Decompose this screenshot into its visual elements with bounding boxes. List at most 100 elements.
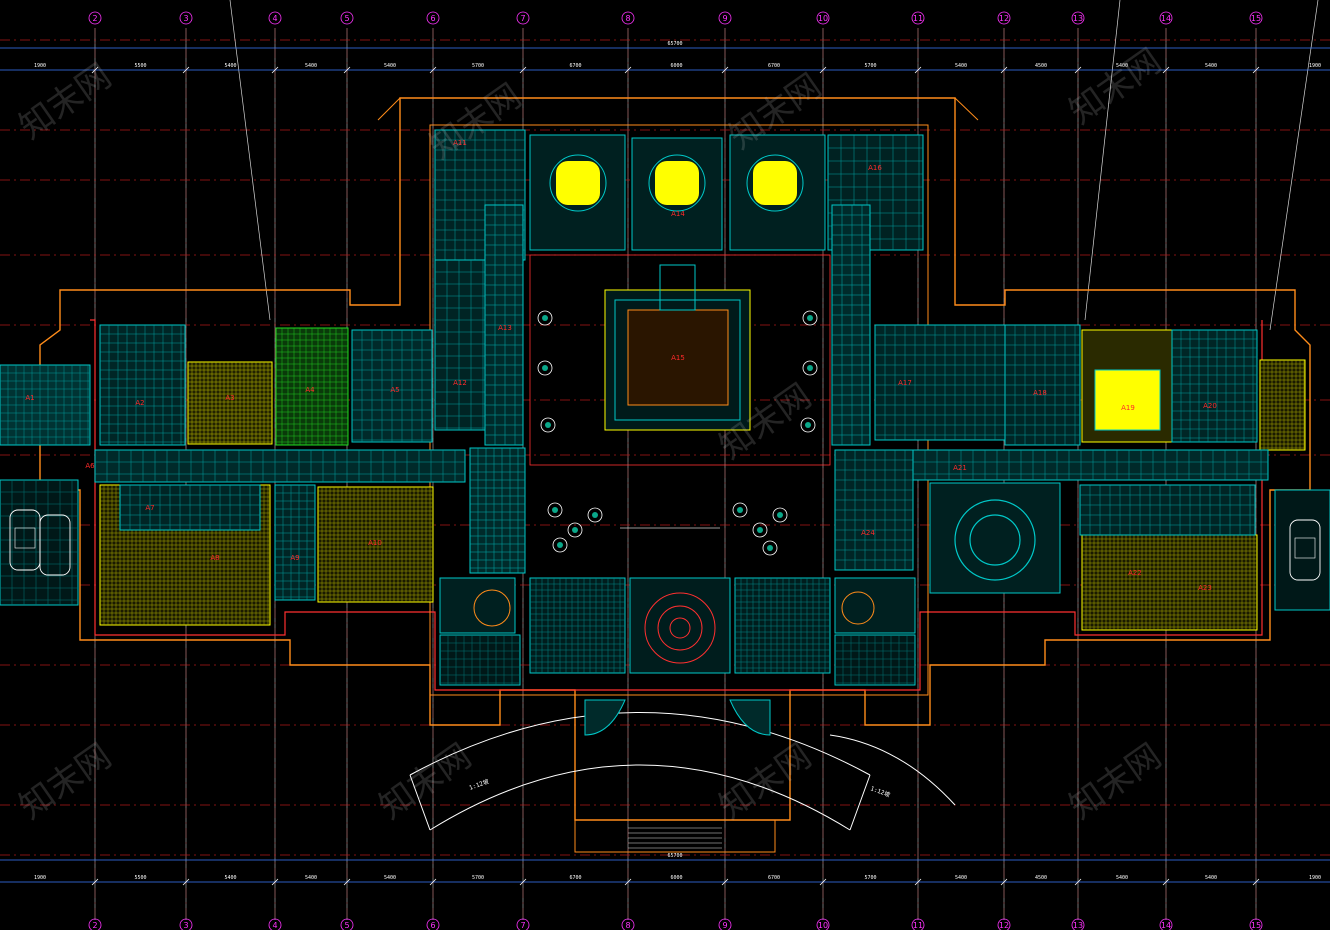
entry-porch-right bbox=[729, 699, 771, 736]
foyer-right bbox=[734, 577, 831, 674]
dimension-tick bbox=[1000, 66, 1008, 74]
tree-icon bbox=[772, 507, 788, 523]
dimension-tick bbox=[182, 66, 190, 74]
dimension-tick bbox=[1252, 878, 1260, 886]
dimension-tick bbox=[271, 878, 279, 886]
room-tag: A11 bbox=[453, 139, 467, 147]
axis-label-bottom: 10 bbox=[818, 921, 828, 930]
room-tag: A20 bbox=[1203, 402, 1217, 410]
axis-bubble-top bbox=[340, 11, 354, 25]
dimension-tick bbox=[624, 66, 632, 74]
room-tag: A9 bbox=[290, 554, 299, 562]
dimension-tick bbox=[624, 878, 632, 886]
end-dimension: 1900 bbox=[34, 63, 46, 69]
vestibule-light-icon bbox=[841, 591, 875, 625]
closet-right bbox=[1079, 484, 1256, 536]
axis-label-bottom: 8 bbox=[625, 921, 630, 930]
axis-bubble-top bbox=[516, 11, 530, 25]
rotunda-ring-icon bbox=[657, 605, 703, 651]
overall-dimension: 65700 bbox=[667, 41, 682, 47]
span-dimension: 5400 bbox=[224, 63, 236, 69]
axis-bubble-bottom bbox=[268, 918, 282, 930]
watermark: 知末网 bbox=[372, 736, 478, 827]
tree-icon bbox=[545, 422, 551, 428]
span-dimension: 6700 bbox=[768, 875, 780, 881]
dimension-tick bbox=[914, 66, 922, 74]
rotunda-ring-icon bbox=[644, 592, 716, 664]
span-dimension: 5400 bbox=[384, 875, 396, 881]
axis-label-bottom: 4 bbox=[272, 921, 277, 930]
dimension-tick bbox=[271, 66, 279, 74]
ceiling-light-icon bbox=[753, 161, 797, 205]
ceiling-rooms bbox=[0, 129, 1330, 686]
axis-bubble-top bbox=[718, 11, 732, 25]
family-ceiling-icon bbox=[969, 514, 1021, 566]
span-dimension: 6000 bbox=[670, 63, 682, 69]
span-dimension: 5400 bbox=[305, 63, 317, 69]
interior-wall bbox=[90, 319, 1263, 691]
watermark: 知末网 bbox=[712, 736, 818, 827]
room-tag: A23 bbox=[1198, 584, 1212, 592]
tree-icon bbox=[537, 360, 553, 376]
wing-right bbox=[1259, 359, 1306, 451]
tree-icon bbox=[805, 422, 811, 428]
dimension-tick bbox=[1162, 878, 1170, 886]
room-tag: A16 bbox=[868, 164, 882, 172]
tree-icon bbox=[752, 522, 768, 538]
tree-icon bbox=[767, 545, 773, 551]
tree-icon bbox=[542, 315, 548, 321]
axis-bubble-top bbox=[997, 11, 1011, 25]
entry-steps bbox=[574, 819, 776, 853]
dimension-tick bbox=[429, 66, 437, 74]
dimension-tick bbox=[519, 878, 527, 886]
axis-bubble-top bbox=[1159, 11, 1173, 25]
axis-label-top: 11 bbox=[913, 14, 923, 23]
tree-icon bbox=[572, 527, 578, 533]
car-icon bbox=[39, 514, 71, 576]
span-dimension: 5700 bbox=[472, 875, 484, 881]
room-tag: A15 bbox=[671, 354, 685, 362]
room-tag: A5 bbox=[390, 386, 399, 394]
end-dimension: 1900 bbox=[1309, 875, 1321, 881]
room-tag: A21 bbox=[953, 464, 967, 472]
tree-icon bbox=[587, 507, 603, 523]
span-dimension: 5400 bbox=[1116, 875, 1128, 881]
dimension-tick bbox=[91, 66, 99, 74]
tree-icon bbox=[557, 542, 563, 548]
room-tag: A1 bbox=[25, 394, 34, 402]
axis-label-top: 6 bbox=[430, 14, 435, 23]
service bbox=[434, 259, 486, 431]
axis-label-bottom: 11 bbox=[913, 921, 923, 930]
axis-bubble-bottom bbox=[1159, 918, 1173, 930]
tree-icon bbox=[547, 502, 563, 518]
pavilion-stair bbox=[659, 264, 696, 311]
ceiling-light-icon bbox=[648, 154, 706, 212]
axis-bubble-bottom bbox=[426, 918, 440, 930]
axis-label-top: 7 bbox=[520, 14, 525, 23]
axis-label-top: 8 bbox=[625, 14, 630, 23]
courtyard-edge bbox=[529, 254, 831, 466]
living-room bbox=[99, 324, 186, 446]
ceiling-light-icon bbox=[556, 161, 600, 205]
dimension-tick bbox=[1074, 878, 1082, 886]
axis-label-top: 2 bbox=[92, 14, 97, 23]
entry-porch-left bbox=[584, 699, 626, 736]
axis-label-bottom: 6 bbox=[430, 921, 435, 930]
dimension-tick bbox=[343, 878, 351, 886]
room-tag: A12 bbox=[453, 379, 467, 387]
dimension-tick bbox=[1074, 66, 1082, 74]
dimension-tick bbox=[819, 878, 827, 886]
room-tag: A13 bbox=[498, 324, 512, 332]
axis-label-bottom: 5 bbox=[344, 921, 349, 930]
span-dimension: 5400 bbox=[1205, 875, 1217, 881]
axis-bubble-top bbox=[88, 11, 102, 25]
axis-label-top: 5 bbox=[344, 14, 349, 23]
stair bbox=[274, 484, 316, 601]
axis-bubble-top bbox=[911, 11, 925, 25]
span-dimension: 6000 bbox=[670, 875, 682, 881]
corner-bevel bbox=[377, 97, 979, 121]
car-icon bbox=[14, 527, 36, 549]
span-dimension: 5400 bbox=[955, 63, 967, 69]
